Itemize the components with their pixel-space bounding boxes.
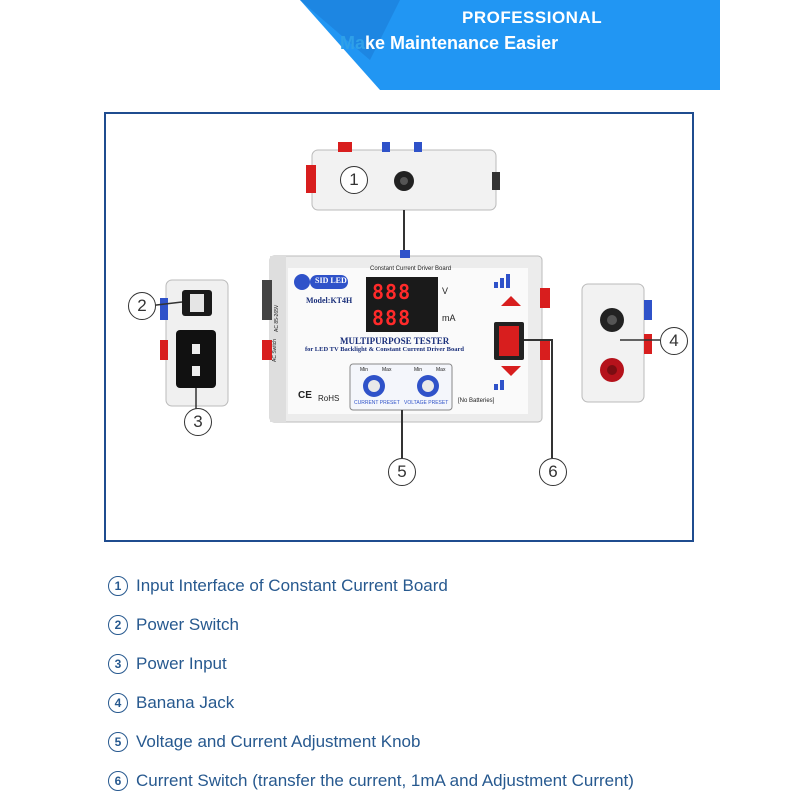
callout-3: 3 bbox=[184, 408, 212, 436]
legend-item: 1 Input Interface of Constant Current Boa… bbox=[108, 566, 634, 605]
rohs-mark: RoHS bbox=[318, 394, 340, 403]
board-label: Constant Current Driver Board bbox=[370, 266, 452, 272]
voltage-display: 888 bbox=[372, 280, 412, 304]
legend-text: Power Switch bbox=[136, 614, 239, 634]
unit-ma: mA bbox=[442, 313, 456, 323]
legend-text: Input Interface of Constant Current Boar… bbox=[136, 575, 448, 595]
callout-2: 2 bbox=[128, 292, 156, 320]
legend-text: Power Input bbox=[136, 653, 227, 673]
knob-min-label-2: Min bbox=[414, 367, 423, 373]
legend-text: Voltage and Current Adjustment Knob bbox=[136, 731, 421, 751]
ce-mark: CE bbox=[298, 390, 312, 401]
brand-logo-text: SID LED bbox=[315, 276, 347, 285]
legend-item: 3 Power Input bbox=[108, 644, 634, 683]
knob-min-label: Min bbox=[360, 367, 369, 373]
no-batteries-label: [No Batteries] bbox=[458, 398, 495, 404]
knob-max-label-2: Max bbox=[436, 367, 446, 373]
legend-list: 1 Input Interface of Constant Current Boa… bbox=[108, 566, 634, 800]
diagram-frame bbox=[104, 112, 694, 542]
legend-number: 5 bbox=[108, 731, 128, 752]
callout-4: 4 bbox=[660, 327, 688, 355]
legend-number: 2 bbox=[108, 614, 128, 635]
legend-text: Banana Jack bbox=[136, 692, 235, 712]
callout-5: 5 bbox=[388, 458, 416, 486]
header-banner bbox=[300, 0, 720, 90]
callout-6: 6 bbox=[539, 458, 567, 486]
legend-number: 4 bbox=[108, 692, 128, 713]
legend-number: 1 bbox=[108, 575, 128, 596]
legend-number: 6 bbox=[108, 770, 128, 791]
current-preset-label: CURRENT PRESET bbox=[354, 400, 400, 406]
model-label: Model:KT4H bbox=[306, 296, 353, 305]
legend-item: 6 Current Switch (transfer the current, 1… bbox=[108, 761, 634, 800]
legend-item: 2 Power Switch bbox=[108, 605, 634, 644]
device-subtitle: for LED TV Backlight & Constant Current … bbox=[305, 346, 465, 353]
device-title: MULTIPURPOSE TESTER bbox=[340, 336, 450, 346]
legend-item: 5 Voltage and Current Adjustment Knob bbox=[108, 722, 634, 761]
legend-text: Current Switch (transfer the current, 1m… bbox=[136, 770, 634, 790]
callout-1: 1 bbox=[340, 166, 368, 194]
voltage-preset-label: VOLTAGE PRESET bbox=[404, 400, 449, 406]
legend-item: 4 Banana Jack bbox=[108, 683, 634, 722]
legend-number: 3 bbox=[108, 653, 128, 674]
ac-switch-label: AC Switch bbox=[272, 338, 278, 362]
unit-v: V bbox=[442, 286, 449, 296]
knob-max-label: Max bbox=[382, 367, 392, 373]
current-display: 888 bbox=[372, 306, 412, 330]
ac-input-label: AC 85-265V bbox=[274, 304, 280, 332]
banner-subtitle: Make Maintenance Easier bbox=[340, 33, 559, 53]
banner-title: PROFESSIONAL bbox=[462, 8, 603, 27]
